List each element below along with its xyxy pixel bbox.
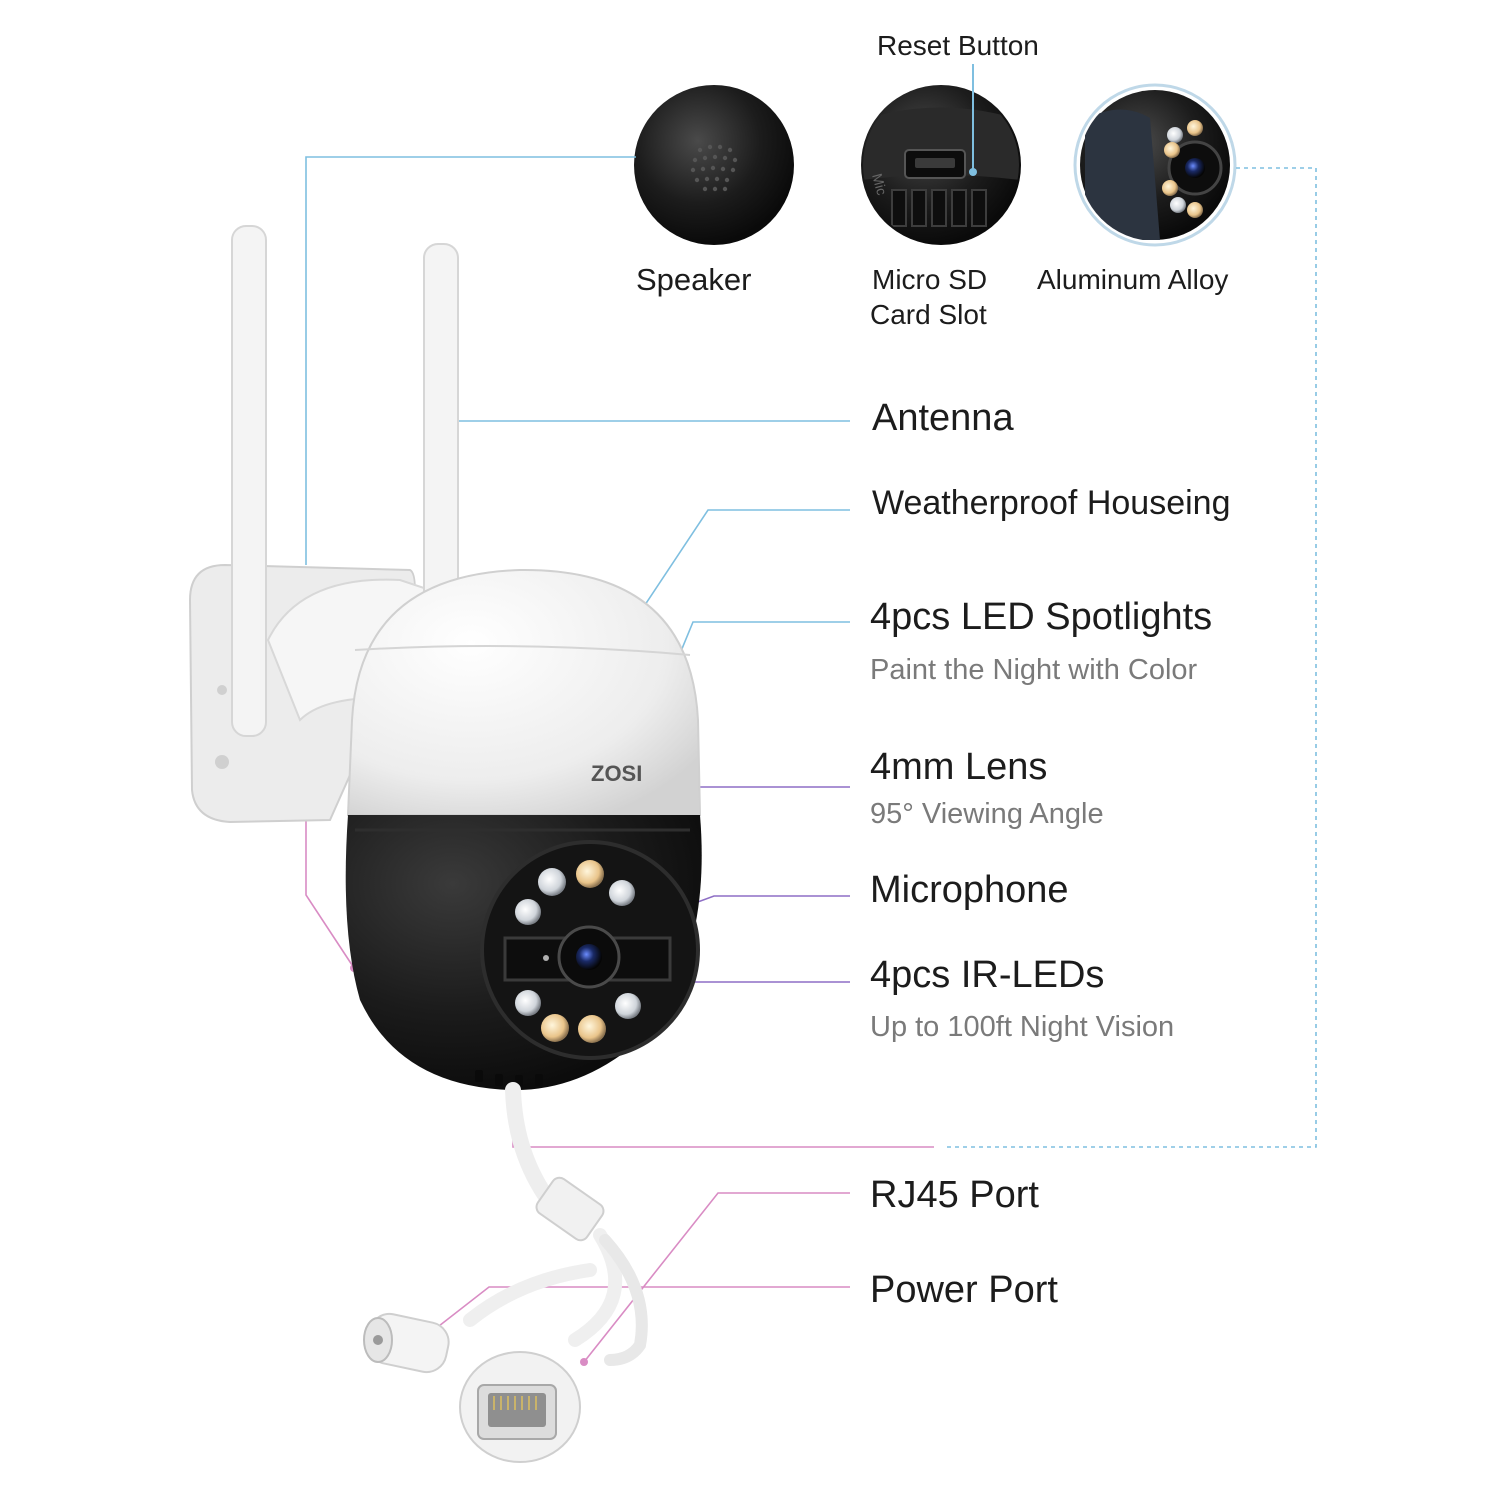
lens-label: 4mm Lens — [870, 746, 1048, 788]
led-spotlights-subtitle: Paint the Night with Color — [870, 654, 1198, 686]
aluminum-thumbnail — [1073, 83, 1237, 247]
led-spotlights-label: 4pcs LED Spotlights — [870, 596, 1213, 638]
sd-slot-thumbnail: Mic — [861, 64, 1021, 245]
speaker-label: Speaker — [636, 262, 752, 297]
svg-text:Mic: Mic — [869, 172, 890, 197]
rj45-port-label: RJ45 Port — [870, 1174, 1039, 1216]
reset-button-label: Reset Button — [877, 30, 1039, 61]
sd-slot-label-line2: Card Slot — [870, 299, 987, 330]
aluminum-label: Aluminum Alloy — [1037, 264, 1229, 295]
speaker-thumbnail — [634, 85, 794, 245]
weatherproof-label: Weatherproof Houseing — [872, 484, 1231, 522]
antenna-label: Antenna — [872, 397, 1014, 439]
brand-logo: ZOSI — [591, 761, 642, 786]
ir-leds-label: 4pcs IR-LEDs — [870, 954, 1105, 996]
ir-leds-subtitle: Up to 100ft Night Vision — [870, 1011, 1175, 1043]
camera-illustration: ZOSI — [188, 225, 702, 1463]
microphone-label: Microphone — [870, 869, 1069, 911]
sd-slot-label-line1: Micro SD — [872, 264, 988, 295]
power-port-label: Power Port — [870, 1269, 1058, 1311]
lens-subtitle: 95° Viewing Angle — [870, 798, 1104, 830]
